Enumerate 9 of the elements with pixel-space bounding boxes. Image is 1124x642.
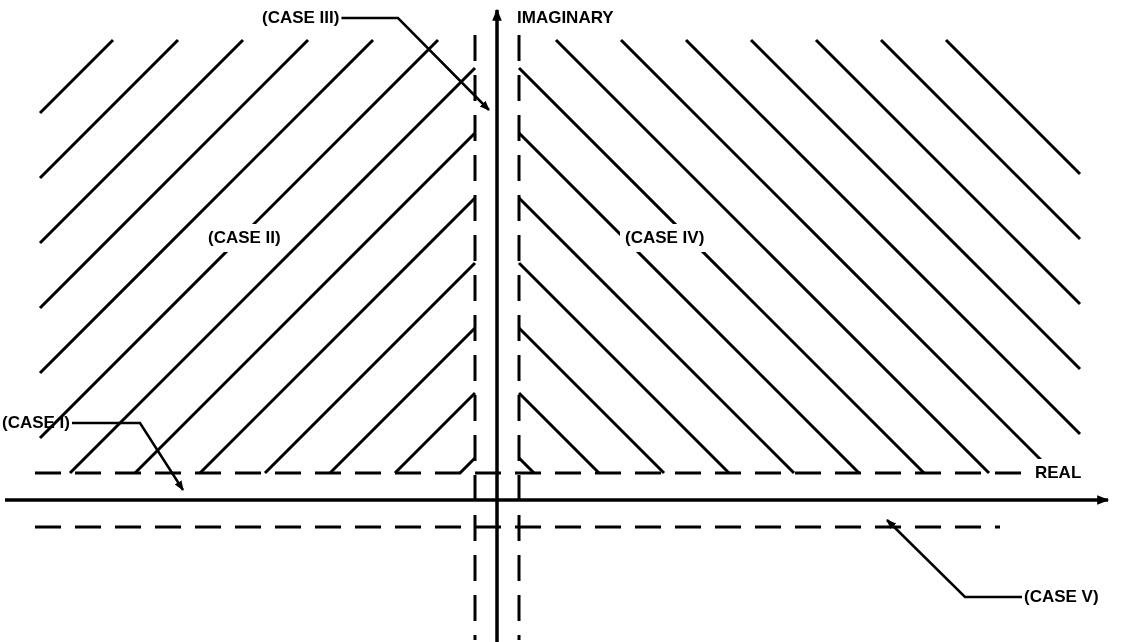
case-label: (CASE II) bbox=[208, 228, 281, 248]
case-label: (CASE V) bbox=[1024, 587, 1099, 607]
case-label: (CASE IV) bbox=[625, 228, 705, 248]
leader-line bbox=[886, 519, 1022, 599]
axis-label: REAL bbox=[1035, 463, 1082, 483]
leader-line bbox=[341, 16, 490, 111]
axis-label: IMAGINARY bbox=[517, 8, 614, 28]
leader-line bbox=[72, 421, 185, 491]
case-label: (CASE III) bbox=[262, 8, 340, 28]
